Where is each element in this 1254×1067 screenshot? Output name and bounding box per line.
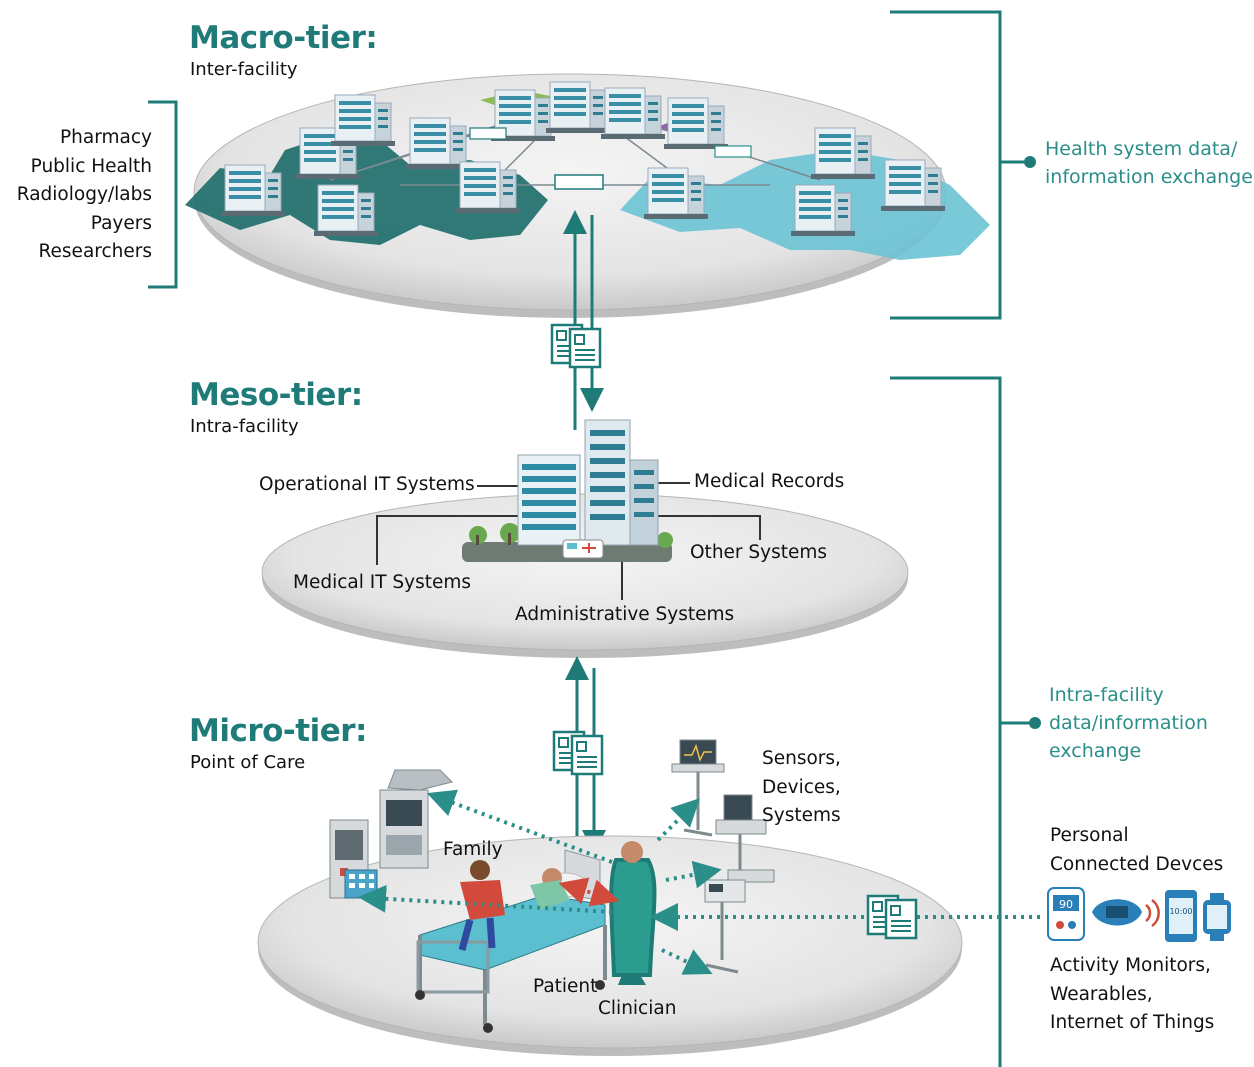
intra-exchange-bracket (890, 376, 1002, 1067)
medical-records-label: Medical Records (694, 471, 845, 492)
hospital-building-icon (517, 419, 659, 559)
stakeholder-item: Payers (90, 212, 152, 234)
stakeholder-bracket (148, 100, 178, 289)
intra-exchange-label-line: exchange (1049, 740, 1142, 762)
hospital-building-icon (643, 167, 709, 220)
personal-devices-label: Personal Connected Devces (1050, 822, 1223, 879)
sensors-label-line: Sensors, (762, 748, 841, 769)
health-record-icon (554, 732, 602, 774)
macro-tier-title: Macro-tier: (189, 20, 378, 56)
record-exchange-icon (554, 174, 604, 190)
meso-tier-subtitle: Intra-facility (190, 416, 299, 437)
family-label: Family (443, 839, 503, 860)
stakeholder-item: Pharmacy (60, 127, 152, 148)
clinic-building-icon (545, 81, 611, 134)
patient-label: Patient (533, 976, 598, 997)
stakeholder-item: Radiology/labs (16, 184, 152, 205)
meso-tier-title: Meso-tier: (189, 377, 363, 413)
health-record-icon (868, 896, 916, 938)
svg-text:90: 90 (1059, 898, 1073, 911)
activity-monitors-label-line: Wearables, (1050, 983, 1153, 1005)
hospital-building-icon (810, 127, 876, 180)
smartphone-icon: 10:00 (1165, 890, 1197, 942)
health-record-icon (552, 325, 600, 367)
macro-exchange-label: Health system data/ information exchange (1045, 135, 1253, 191)
record-exchange-icon (714, 145, 752, 158)
wireless-signal-icon (1145, 898, 1160, 928)
macro-exchange-label-line: Health system data/ (1045, 138, 1238, 160)
personal-devices-label-line: Connected Devces (1050, 853, 1224, 875)
clinic-building-icon (663, 97, 729, 150)
meso-platform (261, 419, 909, 658)
intra-exchange-label-line: Intra-facility (1049, 684, 1164, 706)
activity-monitors-label-line: Internet of Things (1050, 1012, 1215, 1033)
micro-platform (257, 835, 963, 1056)
macro-tier-subtitle: Inter-facility (190, 59, 298, 80)
micro-tier-subtitle: Point of Care (190, 752, 306, 773)
glucose-meter-icon: 90 (1047, 887, 1085, 941)
other-systems-label: Other Systems (690, 542, 828, 563)
clinician-icon (609, 841, 657, 985)
micro-tier-title: Micro-tier: (189, 713, 367, 749)
clinician-label: Clinician (598, 998, 677, 1019)
hospital-building-icon (790, 184, 856, 237)
care-interaction-arrows (358, 789, 1040, 975)
sensors-label-line: Devices, (762, 776, 841, 798)
activity-monitors-label: Activity Monitors, Wearables, Internet o… (1050, 952, 1214, 1038)
sensors-label-line: Systems (762, 805, 841, 826)
fitness-band-icon (1092, 899, 1142, 926)
stakeholder-list: Pharmacy Public Health Radiology/labs Pa… (17, 124, 152, 267)
macro-platform (185, 73, 990, 318)
svg-text:10:00: 10:00 (1169, 907, 1192, 916)
stakeholder-item: Public Health (30, 155, 152, 177)
intra-exchange-label: Intra-facility data/information exchange (1049, 681, 1208, 765)
hospital-bed-icon (415, 849, 607, 1033)
smartwatch-icon (1203, 893, 1231, 941)
hospital-building-icon (313, 184, 379, 237)
hospital-building-icon (220, 164, 286, 217)
stakeholder-item: Researchers (38, 241, 152, 262)
sensors-label: Sensors, Devices, Systems (762, 745, 841, 831)
activity-monitors-label-line: Activity Monitors, (1050, 955, 1211, 976)
operational-it-label: Operational IT Systems (259, 474, 475, 495)
medical-it-label: Medical IT Systems (293, 572, 472, 593)
clinic-building-icon (405, 117, 471, 170)
patient-clinician-arrow (558, 877, 620, 907)
record-exchange-icon (469, 127, 507, 140)
family-member-icon (458, 860, 505, 951)
personal-devices-label-line: Personal (1050, 825, 1129, 846)
macro-exchange-dot (1024, 156, 1036, 168)
intra-exchange-dot (1029, 717, 1041, 729)
intra-exchange-label-line: data/information (1049, 712, 1208, 734)
macro-exchange-label-line: information exchange (1045, 166, 1253, 188)
hospital-building-icon (880, 159, 946, 212)
hospital-building-icon (455, 161, 521, 214)
clinic-building-icon (600, 87, 666, 140)
hospital-building-icon (330, 94, 396, 147)
monitoring-device-icon (715, 794, 775, 883)
macro-exchange-bracket (890, 10, 1002, 320)
administrative-systems-label: Administrative Systems (515, 604, 735, 625)
